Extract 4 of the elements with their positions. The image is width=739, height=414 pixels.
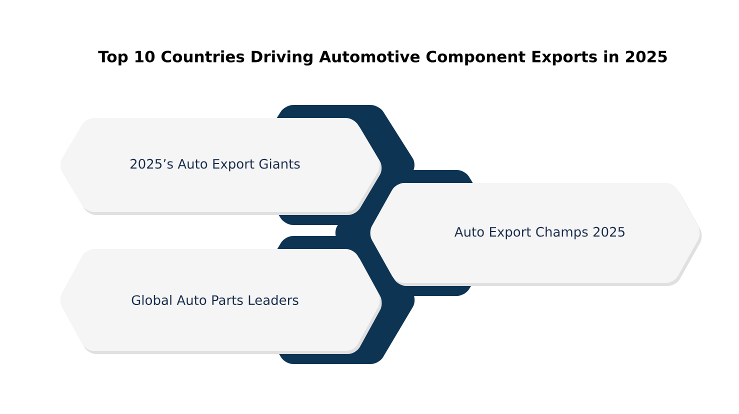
hexagon-card: Global Auto Parts Leaders xyxy=(60,248,382,354)
hexagon-card: Auto Export Champs 2025 xyxy=(370,182,702,286)
title: Top 10 Countries Driving Automotive Component Exports in 2025 xyxy=(98,50,667,66)
hexagon-card: 2025’s Auto Export Giants xyxy=(60,118,382,215)
